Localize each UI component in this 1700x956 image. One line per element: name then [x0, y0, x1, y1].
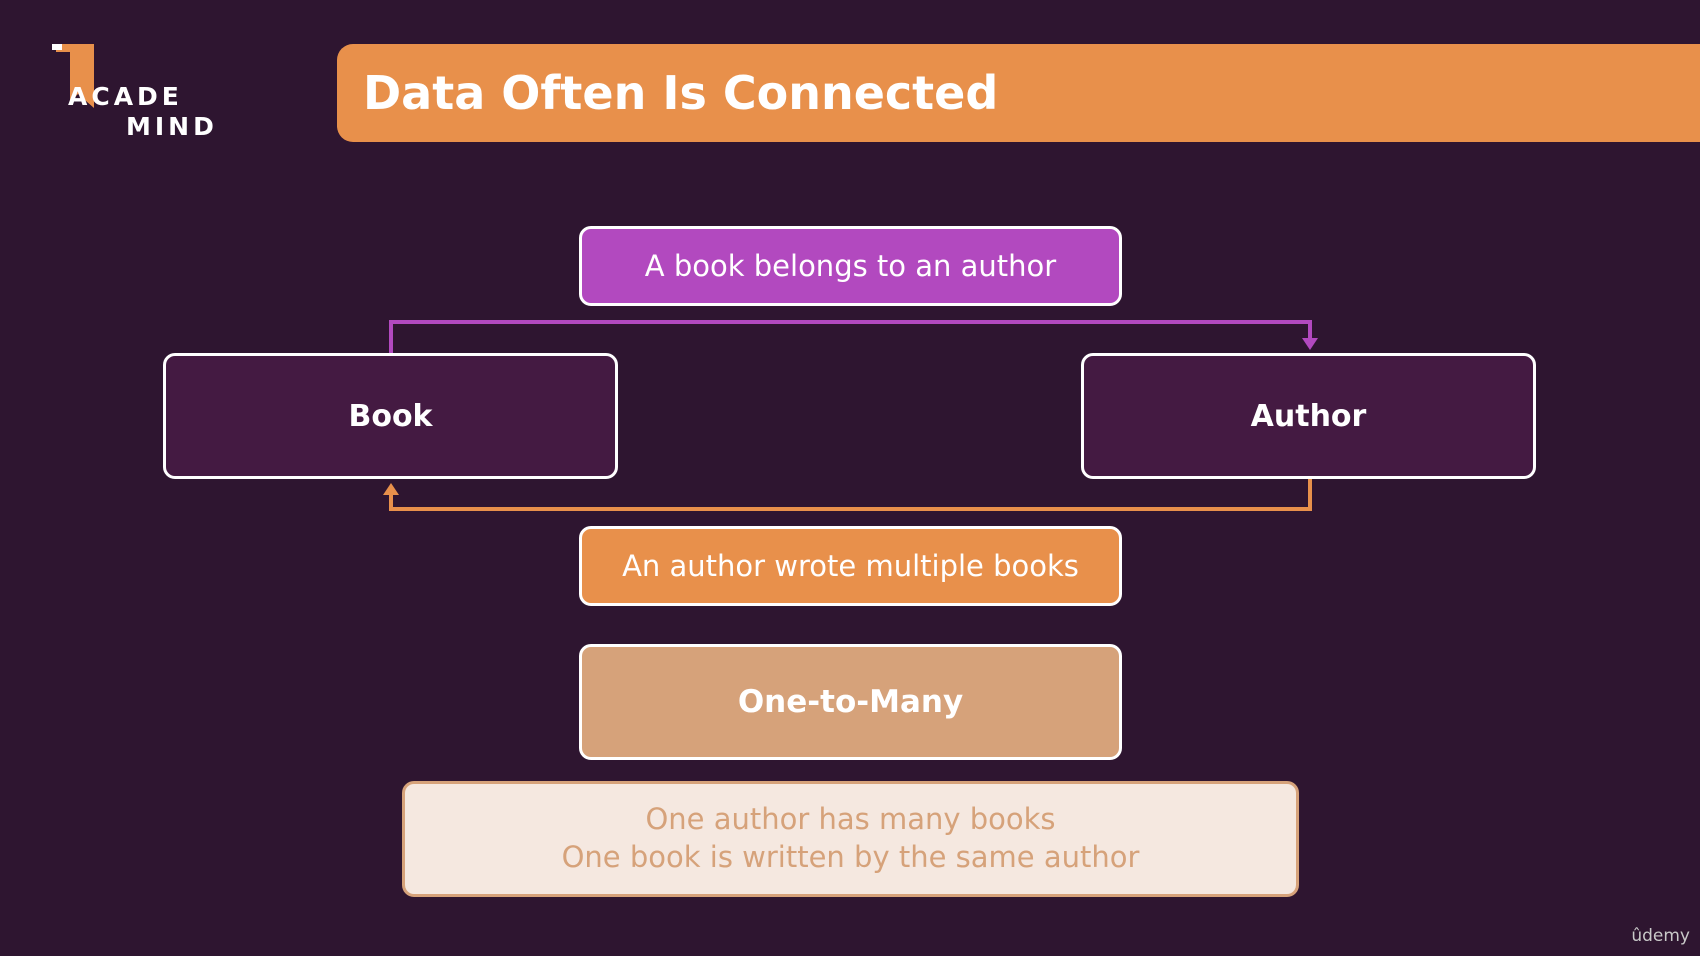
udemy-watermark: ûdemy — [1631, 926, 1690, 946]
relation-forward-box: A book belongs to an author — [579, 226, 1122, 306]
entity-book-label: Book — [348, 398, 433, 434]
entity-author: Author — [1081, 353, 1536, 479]
academind-logo: ACADE MIND — [44, 38, 224, 148]
logo-text-line1: ACADE — [68, 82, 183, 111]
slide-title: Data Often Is Connected — [363, 66, 999, 120]
entity-author-label: Author — [1250, 398, 1367, 434]
title-banner: Data Often Is Connected — [337, 44, 1700, 142]
bookmark-icon — [52, 44, 94, 108]
backward-connector — [383, 479, 1312, 511]
arrow-up-icon — [383, 483, 399, 495]
relationship-type-box: One-to-Many — [579, 644, 1122, 760]
logo-text-line2: MIND — [126, 112, 218, 141]
relation-forward-label: A book belongs to an author — [644, 249, 1057, 283]
forward-connector — [389, 320, 1318, 353]
arrow-down-icon — [1302, 338, 1318, 350]
description-line-1: One author has many books — [645, 802, 1056, 837]
relationship-type-label: One-to-Many — [737, 684, 964, 720]
relation-backward-label: An author wrote multiple books — [622, 549, 1079, 583]
description-box: One author has many books One book is wr… — [402, 781, 1299, 897]
description-line-2: One book is written by the same author — [561, 840, 1140, 874]
relation-backward-box: An author wrote multiple books — [579, 526, 1122, 606]
entity-book: Book — [163, 353, 618, 479]
